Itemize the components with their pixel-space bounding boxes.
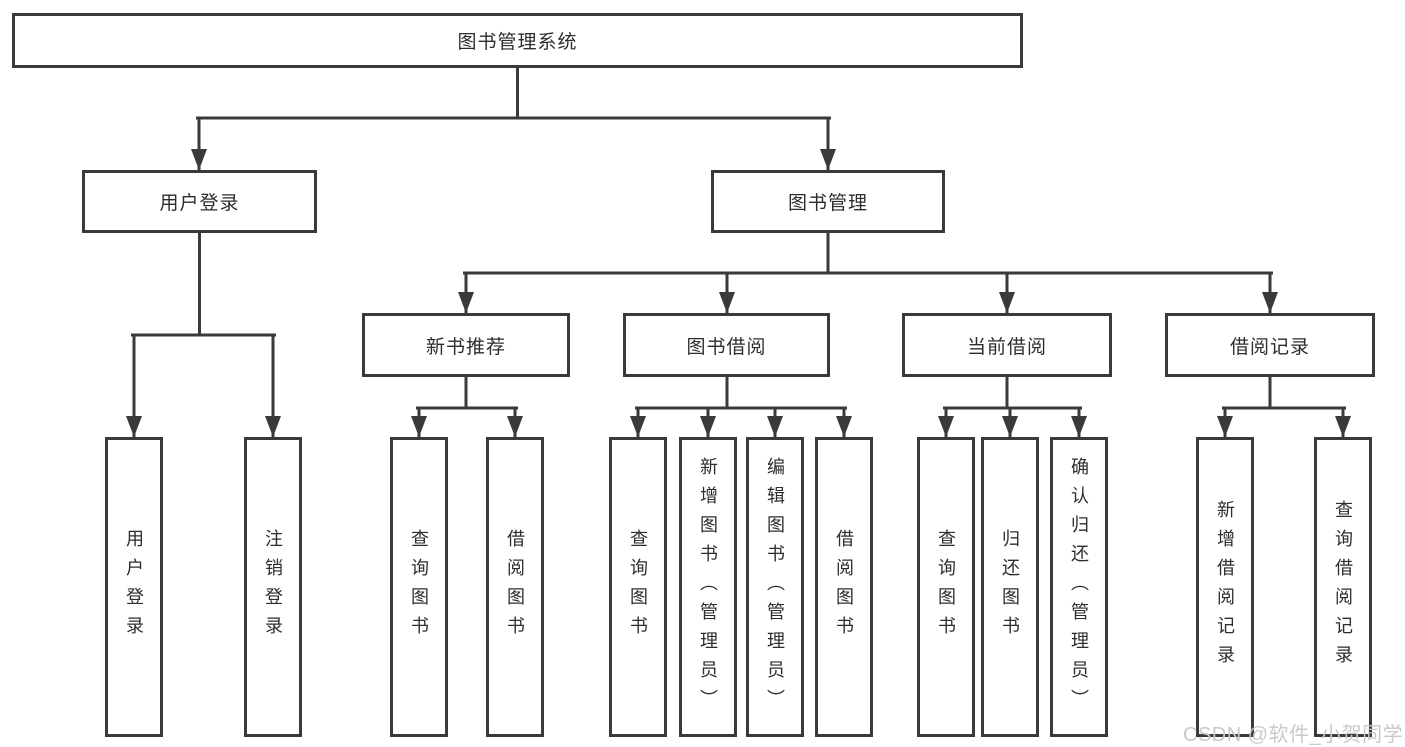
leaf-label: 查询图书: [409, 529, 429, 645]
leaf-current-return-books: 归还图书: [981, 437, 1039, 737]
leaf-label: 查询借阅记录: [1333, 500, 1353, 674]
csdn-watermark: CSDN @软件_小贺同学: [1183, 724, 1404, 746]
leaf-label: 借阅图书: [505, 529, 525, 645]
leaf-logout: 注销登录: [244, 437, 302, 737]
node-book-borrow: 图书借阅: [623, 313, 830, 377]
leaf-current-confirm-return-admin: 确认归还（管理员）: [1050, 437, 1108, 737]
leaf-current-query-books: 查询图书: [917, 437, 975, 737]
leaf-label: 用户登录: [124, 529, 144, 645]
node-new-book-recommend: 新书推荐: [362, 313, 570, 377]
leaf-label: 注销登录: [263, 529, 283, 645]
leaf-borrow-add-books-admin: 新增图书（管理员）: [679, 437, 737, 737]
leaf-recommend-borrow-books: 借阅图书: [486, 437, 544, 737]
node-root: 图书管理系统: [12, 13, 1023, 68]
leaf-label: 确认归还（管理员）: [1069, 456, 1089, 718]
node-borrow-records: 借阅记录: [1165, 313, 1375, 377]
leaf-label: 借阅图书: [834, 529, 854, 645]
leaf-label: 查询图书: [628, 529, 648, 645]
node-user-login-branch: 用户登录: [82, 170, 317, 233]
node-book-management-branch: 图书管理: [711, 170, 945, 233]
leaf-records-add-record: 新增借阅记录: [1196, 437, 1254, 737]
leaf-label: 新增图书（管理员）: [698, 456, 718, 718]
leaf-label: 查询图书: [936, 529, 956, 645]
leaf-borrow-query-books: 查询图书: [609, 437, 667, 737]
leaf-label: 归还图书: [1000, 529, 1020, 645]
leaf-user-login: 用户登录: [105, 437, 163, 737]
leaf-records-query-record: 查询借阅记录: [1314, 437, 1372, 737]
leaf-borrow-borrow-books: 借阅图书: [815, 437, 873, 737]
leaf-label: 编辑图书（管理员）: [765, 456, 785, 718]
leaf-borrow-edit-books-admin: 编辑图书（管理员）: [746, 437, 804, 737]
leaf-label: 新增借阅记录: [1215, 500, 1235, 674]
node-current-borrow: 当前借阅: [902, 313, 1112, 377]
leaf-recommend-query-books: 查询图书: [390, 437, 448, 737]
